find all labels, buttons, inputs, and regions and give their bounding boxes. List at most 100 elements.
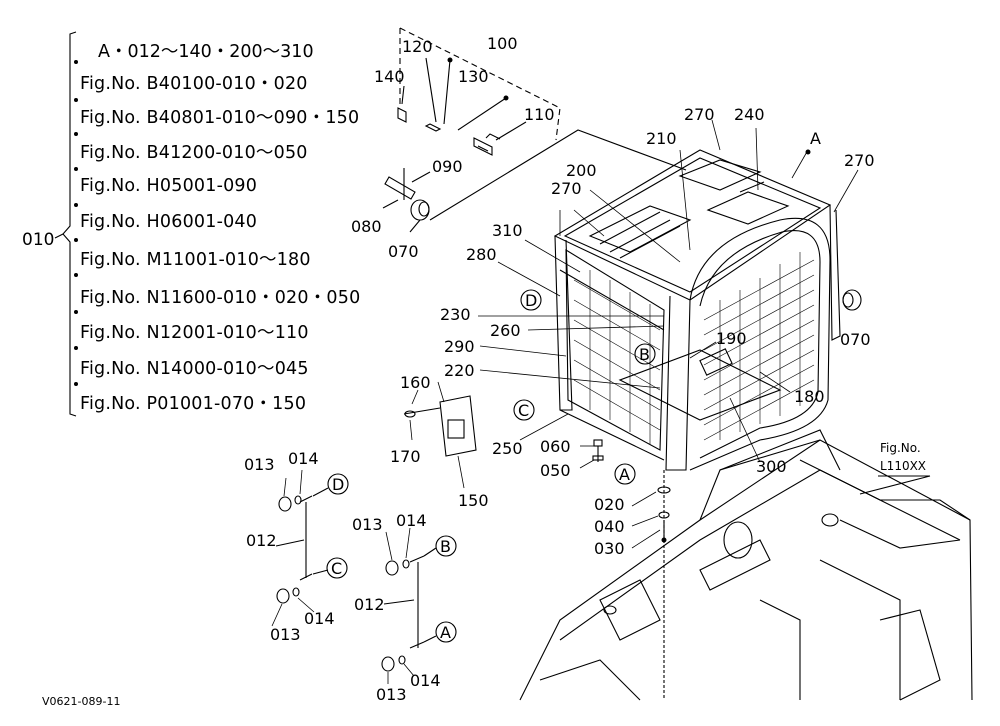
bullet-dot — [74, 382, 78, 386]
handle-parts-group — [397, 57, 527, 156]
fig-ref-item: Fig.No. M11001-010～180 — [80, 250, 311, 270]
fig-ref-item: Fig.No. P01001-070・150 — [80, 394, 307, 414]
circle-letter-D: D — [332, 475, 344, 494]
part-dots — [447, 57, 811, 543]
callout-012: 012 — [354, 595, 385, 614]
callout-300: 300 — [756, 457, 787, 476]
callout-labels: 100 120 140 130 110 090 080 070 070 210 … — [244, 34, 875, 704]
circle-markers — [326, 289, 656, 643]
fig-ref-item: Fig.No. B40100-010・020 — [80, 74, 308, 94]
callout-170: 170 — [390, 447, 421, 466]
callout-013: 013 — [270, 625, 301, 644]
figref-label: Fig.No. — [880, 441, 921, 455]
bullet-dot — [74, 98, 78, 102]
circle-letter-C: C — [331, 559, 342, 578]
group-bracket — [62, 31, 77, 417]
circle-letter-C: C — [518, 401, 529, 420]
callout-290: 290 — [444, 337, 475, 356]
manual-holder — [403, 395, 477, 457]
callout-090: 090 — [432, 157, 463, 176]
group-dashed-leader — [399, 27, 561, 141]
callout-014: 014 — [288, 449, 319, 468]
callout-230: 230 — [440, 305, 471, 324]
fig-ref-item: Fig.No. H05001-090 — [80, 176, 258, 196]
callout-014: 014 — [396, 511, 427, 530]
interior-bracket — [699, 348, 733, 376]
callout-060: 060 — [540, 437, 571, 456]
machine-chassis — [519, 429, 973, 701]
callout-070: 070 — [840, 330, 871, 349]
bolt-and-washer — [592, 439, 604, 462]
callout-310: 310 — [492, 221, 523, 240]
pin-and-bushing — [382, 168, 431, 233]
bullet-dot — [74, 132, 78, 136]
bullet-dot — [74, 203, 78, 207]
applicable-parts-line: A・012～140・200～310 — [98, 42, 314, 62]
callout-270: 270 — [844, 151, 875, 170]
figure-reference-list: A・012～140・200～310 010 Fig.No. B40100-010… — [0, 0, 380, 430]
callout-210: 210 — [646, 129, 677, 148]
callout-110: 110 — [524, 105, 555, 124]
callout-020: 020 — [594, 495, 625, 514]
callout-leaders — [271, 119, 859, 684]
callout-180: 180 — [794, 387, 825, 406]
callout-013: 013 — [376, 685, 407, 704]
circle-letter-A: A — [440, 623, 451, 642]
callout-270: 270 — [551, 179, 582, 198]
callout-140: 140 — [374, 67, 405, 86]
callout-070: 070 — [388, 242, 419, 261]
callout-030: 030 — [594, 539, 625, 558]
group-part-number: 010 — [22, 230, 55, 250]
circle-letter-B: B — [639, 345, 650, 364]
bullet-dot — [74, 346, 78, 350]
callout-250: 250 — [492, 439, 523, 458]
bullet-dot — [74, 167, 78, 171]
callout-130: 130 — [458, 67, 489, 86]
callout-120: 120 — [402, 37, 433, 56]
callout-240: 240 — [734, 105, 765, 124]
figref-leader — [859, 475, 931, 495]
bullet-dot — [74, 273, 78, 277]
assembly-leader — [429, 129, 687, 221]
callout-A: A — [810, 129, 821, 148]
callout-014: 014 — [410, 671, 441, 690]
floor-plate — [618, 349, 782, 421]
retainer-rod-upper — [275, 487, 329, 604]
circle-letter-B: B — [440, 537, 451, 556]
fig-ref-item: Fig.No. N11600-010・020・050 — [80, 288, 361, 308]
circle-letter-A: A — [619, 465, 630, 484]
callout-220: 220 — [444, 361, 475, 380]
bullet-dot — [74, 238, 78, 242]
callout-260: 260 — [490, 321, 521, 340]
callout-150: 150 — [458, 491, 489, 510]
figref-number: L110XX — [880, 459, 926, 473]
fig-ref-item: Fig.No. B40801-010～090・150 — [80, 108, 360, 128]
fig-ref-item: Fig.No. N14000-010～045 — [80, 359, 309, 379]
bushing-right — [842, 289, 862, 311]
callout-280: 280 — [466, 245, 497, 264]
callout-080: 080 — [351, 217, 382, 236]
circle-letter-labels: D B C A D C B A — [331, 291, 650, 642]
callout-013: 013 — [352, 515, 383, 534]
callout-160: 160 — [400, 373, 431, 392]
canopy-frame — [553, 149, 841, 471]
group-leader — [54, 233, 64, 239]
callout-100: 100 — [487, 34, 518, 53]
callout-013: 013 — [244, 455, 275, 474]
callout-050: 050 — [540, 461, 571, 480]
callout-014: 014 — [304, 609, 335, 628]
fig-ref-item: Fig.No. B41200-010～050 — [80, 143, 308, 163]
mount-washers — [657, 470, 671, 700]
callout-200: 200 — [566, 161, 597, 180]
callout-040: 040 — [594, 517, 625, 536]
mesh-guard — [573, 252, 815, 444]
drawing-code: V0621-089-11 — [42, 695, 121, 708]
circle-letter-D: D — [525, 291, 537, 310]
callout-012: 012 — [246, 531, 277, 550]
fig-ref-item: Fig.No. N12001-010～110 — [80, 323, 309, 343]
fig-ref-item: Fig.No. H06001-040 — [80, 212, 258, 232]
retainer-rod-lower — [381, 547, 437, 672]
bullet-dot — [74, 60, 78, 64]
callout-270: 270 — [684, 105, 715, 124]
